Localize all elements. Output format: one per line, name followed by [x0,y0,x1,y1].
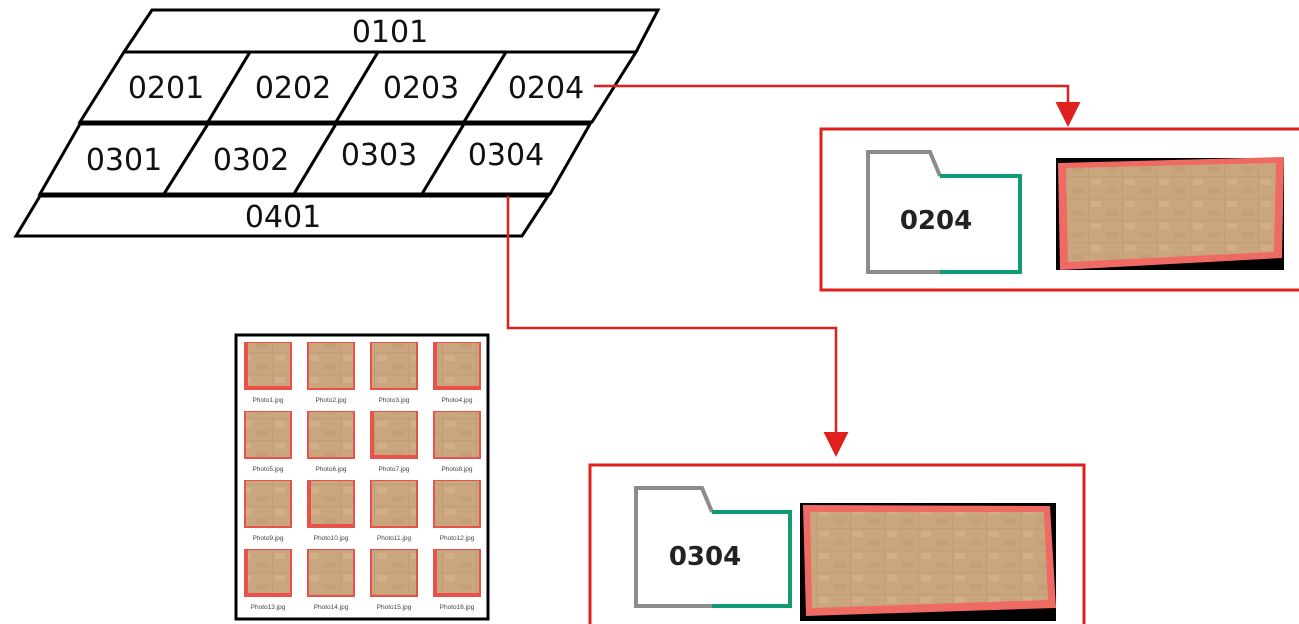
connector-0204 [594,86,1068,122]
callout-0304: 0304 [590,465,1084,624]
photo-caption: Photo3.jpg [378,397,409,404]
photo-caption: Photo2.jpg [315,397,346,404]
photo-caption: Photo5.jpg [252,466,283,473]
photo-caption: Photo10.jpg [314,535,349,542]
photo-grid: Photo1.jpg Photo2.jpg Photo3.jpg Photo4.jpg… [236,335,488,619]
photo-caption: Photo8.jpg [441,466,472,473]
photo-caption: Photo6.jpg [315,466,346,473]
stitched-photo-0204[interactable] [1056,157,1284,270]
thumbnail-image [309,550,353,595]
cell-label-0203: 0203 [383,71,459,106]
stitched-photo-0304[interactable] [800,503,1056,621]
connector-0304 [508,196,836,452]
cell-label-0202: 0202 [255,71,331,106]
folder-label: 0204 [900,206,972,236]
thumbnail-image [372,550,416,595]
cell-label-0302: 0302 [213,143,289,178]
cell-label-0201: 0201 [128,71,204,106]
photo-caption: Photo1.jpg [252,397,283,404]
thumbnail-image [309,343,353,388]
thumbnail-image [372,343,416,388]
photo-caption: Photo16.jpg [440,604,475,611]
thumbnail-image [311,481,353,524]
photo-caption: Photo4.jpg [441,397,472,404]
thumbnail-image [435,481,479,526]
cell-label-0204: 0204 [508,71,584,106]
cell-label-0304: 0304 [468,138,544,173]
thumbnail-image [309,412,353,457]
cell-label-0101: 0101 [352,15,428,50]
photo-caption: Photo7.jpg [378,466,409,473]
photo-caption: Photo15.jpg [377,604,412,611]
photo-caption: Photo14.jpg [314,604,349,611]
thumbnail-image [437,343,479,386]
folder-label: 0304 [669,542,741,572]
thumbnail-image [372,481,416,526]
thumbnail-image [248,343,290,386]
photo-caption: Photo13.jpg [251,604,286,611]
thumbnail-image [246,481,290,526]
thumbnail-image [374,412,416,455]
parcel-grid: 0101 0201 0202 0203 0204 0301 0302 0303 … [16,10,658,236]
photo-caption: Photo11.jpg [377,535,412,542]
thumbnail-image [437,550,479,593]
cell-label-0401: 0401 [245,200,321,235]
cell-label-0303: 0303 [341,138,417,173]
thumbnail-image [435,412,479,457]
cell-label-0301: 0301 [86,143,162,178]
thumbnail-image [248,550,290,593]
photo-caption: Photo9.jpg [252,535,283,542]
callout-0204: 0204 [821,129,1299,290]
photo-caption: Photo12.jpg [440,535,475,542]
thumbnail-image [246,412,290,457]
